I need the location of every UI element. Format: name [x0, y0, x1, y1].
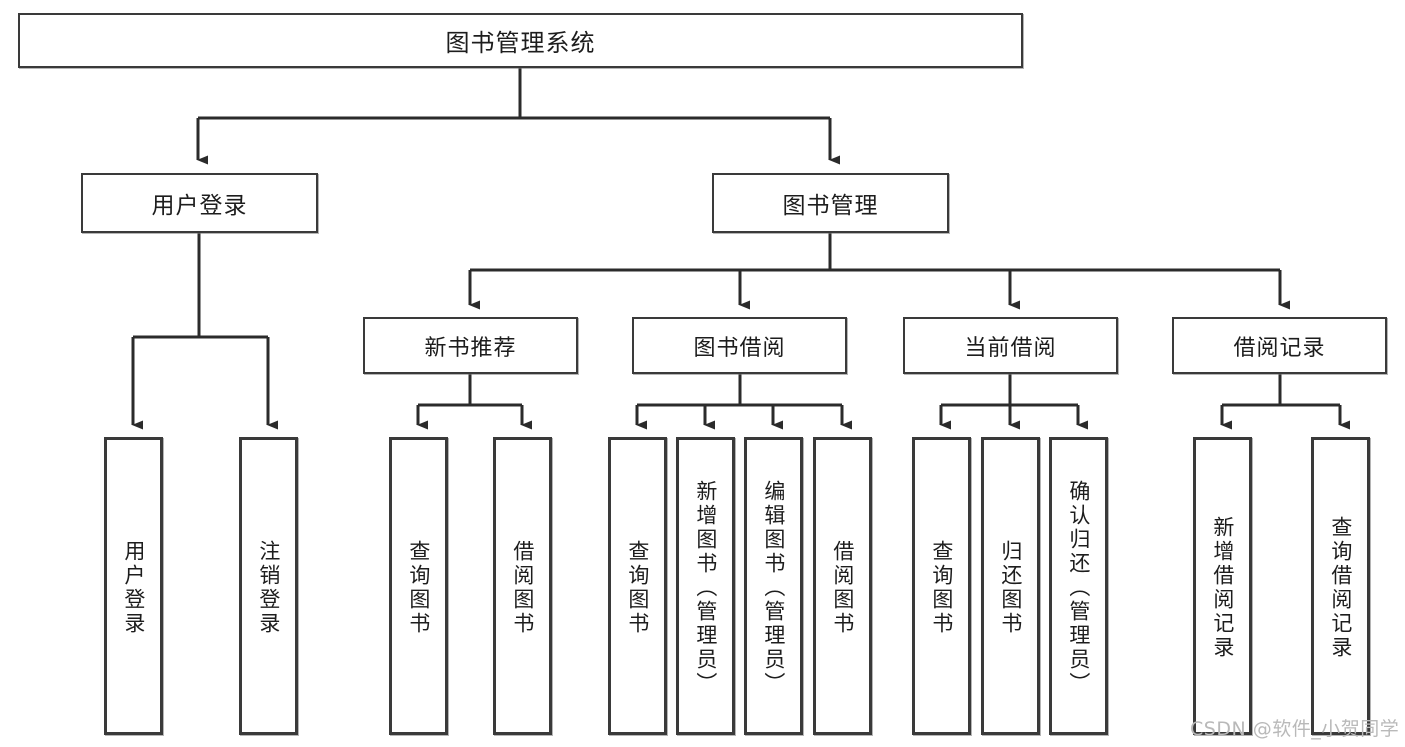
leaf-user-login-label: 用户登录: [121, 540, 146, 636]
leaf-query-book-recommend[interactable]: 查询图书: [389, 437, 448, 735]
leaf-query-book-current[interactable]: 查询图书: [912, 437, 971, 735]
node-current-borrow-label: 当前借阅: [964, 335, 1057, 361]
leaf-user-login[interactable]: 用户登录: [104, 437, 163, 735]
leaf-edit-book-label: 编辑图书（管理员）: [761, 480, 786, 696]
leaf-confirm-return-label: 确认归还（管理员）: [1066, 480, 1091, 696]
node-book-manage[interactable]: 图书管理: [712, 173, 949, 233]
leaf-borrow-book-borrow[interactable]: 借阅图书: [813, 437, 872, 735]
leaf-query-borrow-record[interactable]: 查询借阅记录: [1311, 437, 1370, 735]
leaf-borrow-book-recommend-label: 借阅图书: [510, 540, 535, 636]
csdn-watermark: CSDN @软件_小贺同学: [1190, 718, 1400, 740]
leaf-query-book-recommend-label: 查询图书: [406, 540, 431, 636]
leaf-return-book-label: 归还图书: [998, 540, 1023, 636]
node-book-manage-label: 图书管理: [782, 193, 879, 219]
leaf-logout-login[interactable]: 注销登录: [239, 437, 298, 735]
node-root-system[interactable]: 图书管理系统: [18, 13, 1023, 68]
leaf-logout-login-label: 注销登录: [256, 540, 281, 636]
leaf-query-borrow-record-label: 查询借阅记录: [1328, 516, 1353, 660]
node-root-system-label: 图书管理系统: [445, 29, 596, 57]
node-book-borrow[interactable]: 图书借阅: [632, 317, 847, 374]
leaf-borrow-book-recommend[interactable]: 借阅图书: [493, 437, 552, 735]
leaf-query-book-borrow-label: 查询图书: [625, 540, 650, 636]
leaf-add-borrow-record-label: 新增借阅记录: [1210, 516, 1235, 660]
leaf-borrow-book-borrow-label: 借阅图书: [830, 540, 855, 636]
node-user-login[interactable]: 用户登录: [81, 173, 318, 233]
node-borrow-record-label: 借阅记录: [1233, 335, 1326, 361]
node-borrow-record[interactable]: 借阅记录: [1172, 317, 1387, 374]
node-current-borrow[interactable]: 当前借阅: [903, 317, 1118, 374]
leaf-confirm-return[interactable]: 确认归还（管理员）: [1049, 437, 1108, 735]
leaf-edit-book[interactable]: 编辑图书（管理员）: [744, 437, 803, 735]
node-new-book-recommend[interactable]: 新书推荐: [363, 317, 578, 374]
leaf-add-borrow-record[interactable]: 新增借阅记录: [1193, 437, 1252, 735]
leaf-add-book-label: 新增图书（管理员）: [693, 480, 718, 696]
leaf-add-book[interactable]: 新增图书（管理员）: [676, 437, 735, 735]
node-user-login-label: 用户登录: [151, 193, 248, 219]
leaf-query-book-borrow[interactable]: 查询图书: [608, 437, 667, 735]
leaf-return-book[interactable]: 归还图书: [981, 437, 1040, 735]
node-new-book-recommend-label: 新书推荐: [424, 335, 517, 361]
leaf-query-book-current-label: 查询图书: [929, 540, 954, 636]
node-book-borrow-label: 图书借阅: [693, 335, 786, 361]
